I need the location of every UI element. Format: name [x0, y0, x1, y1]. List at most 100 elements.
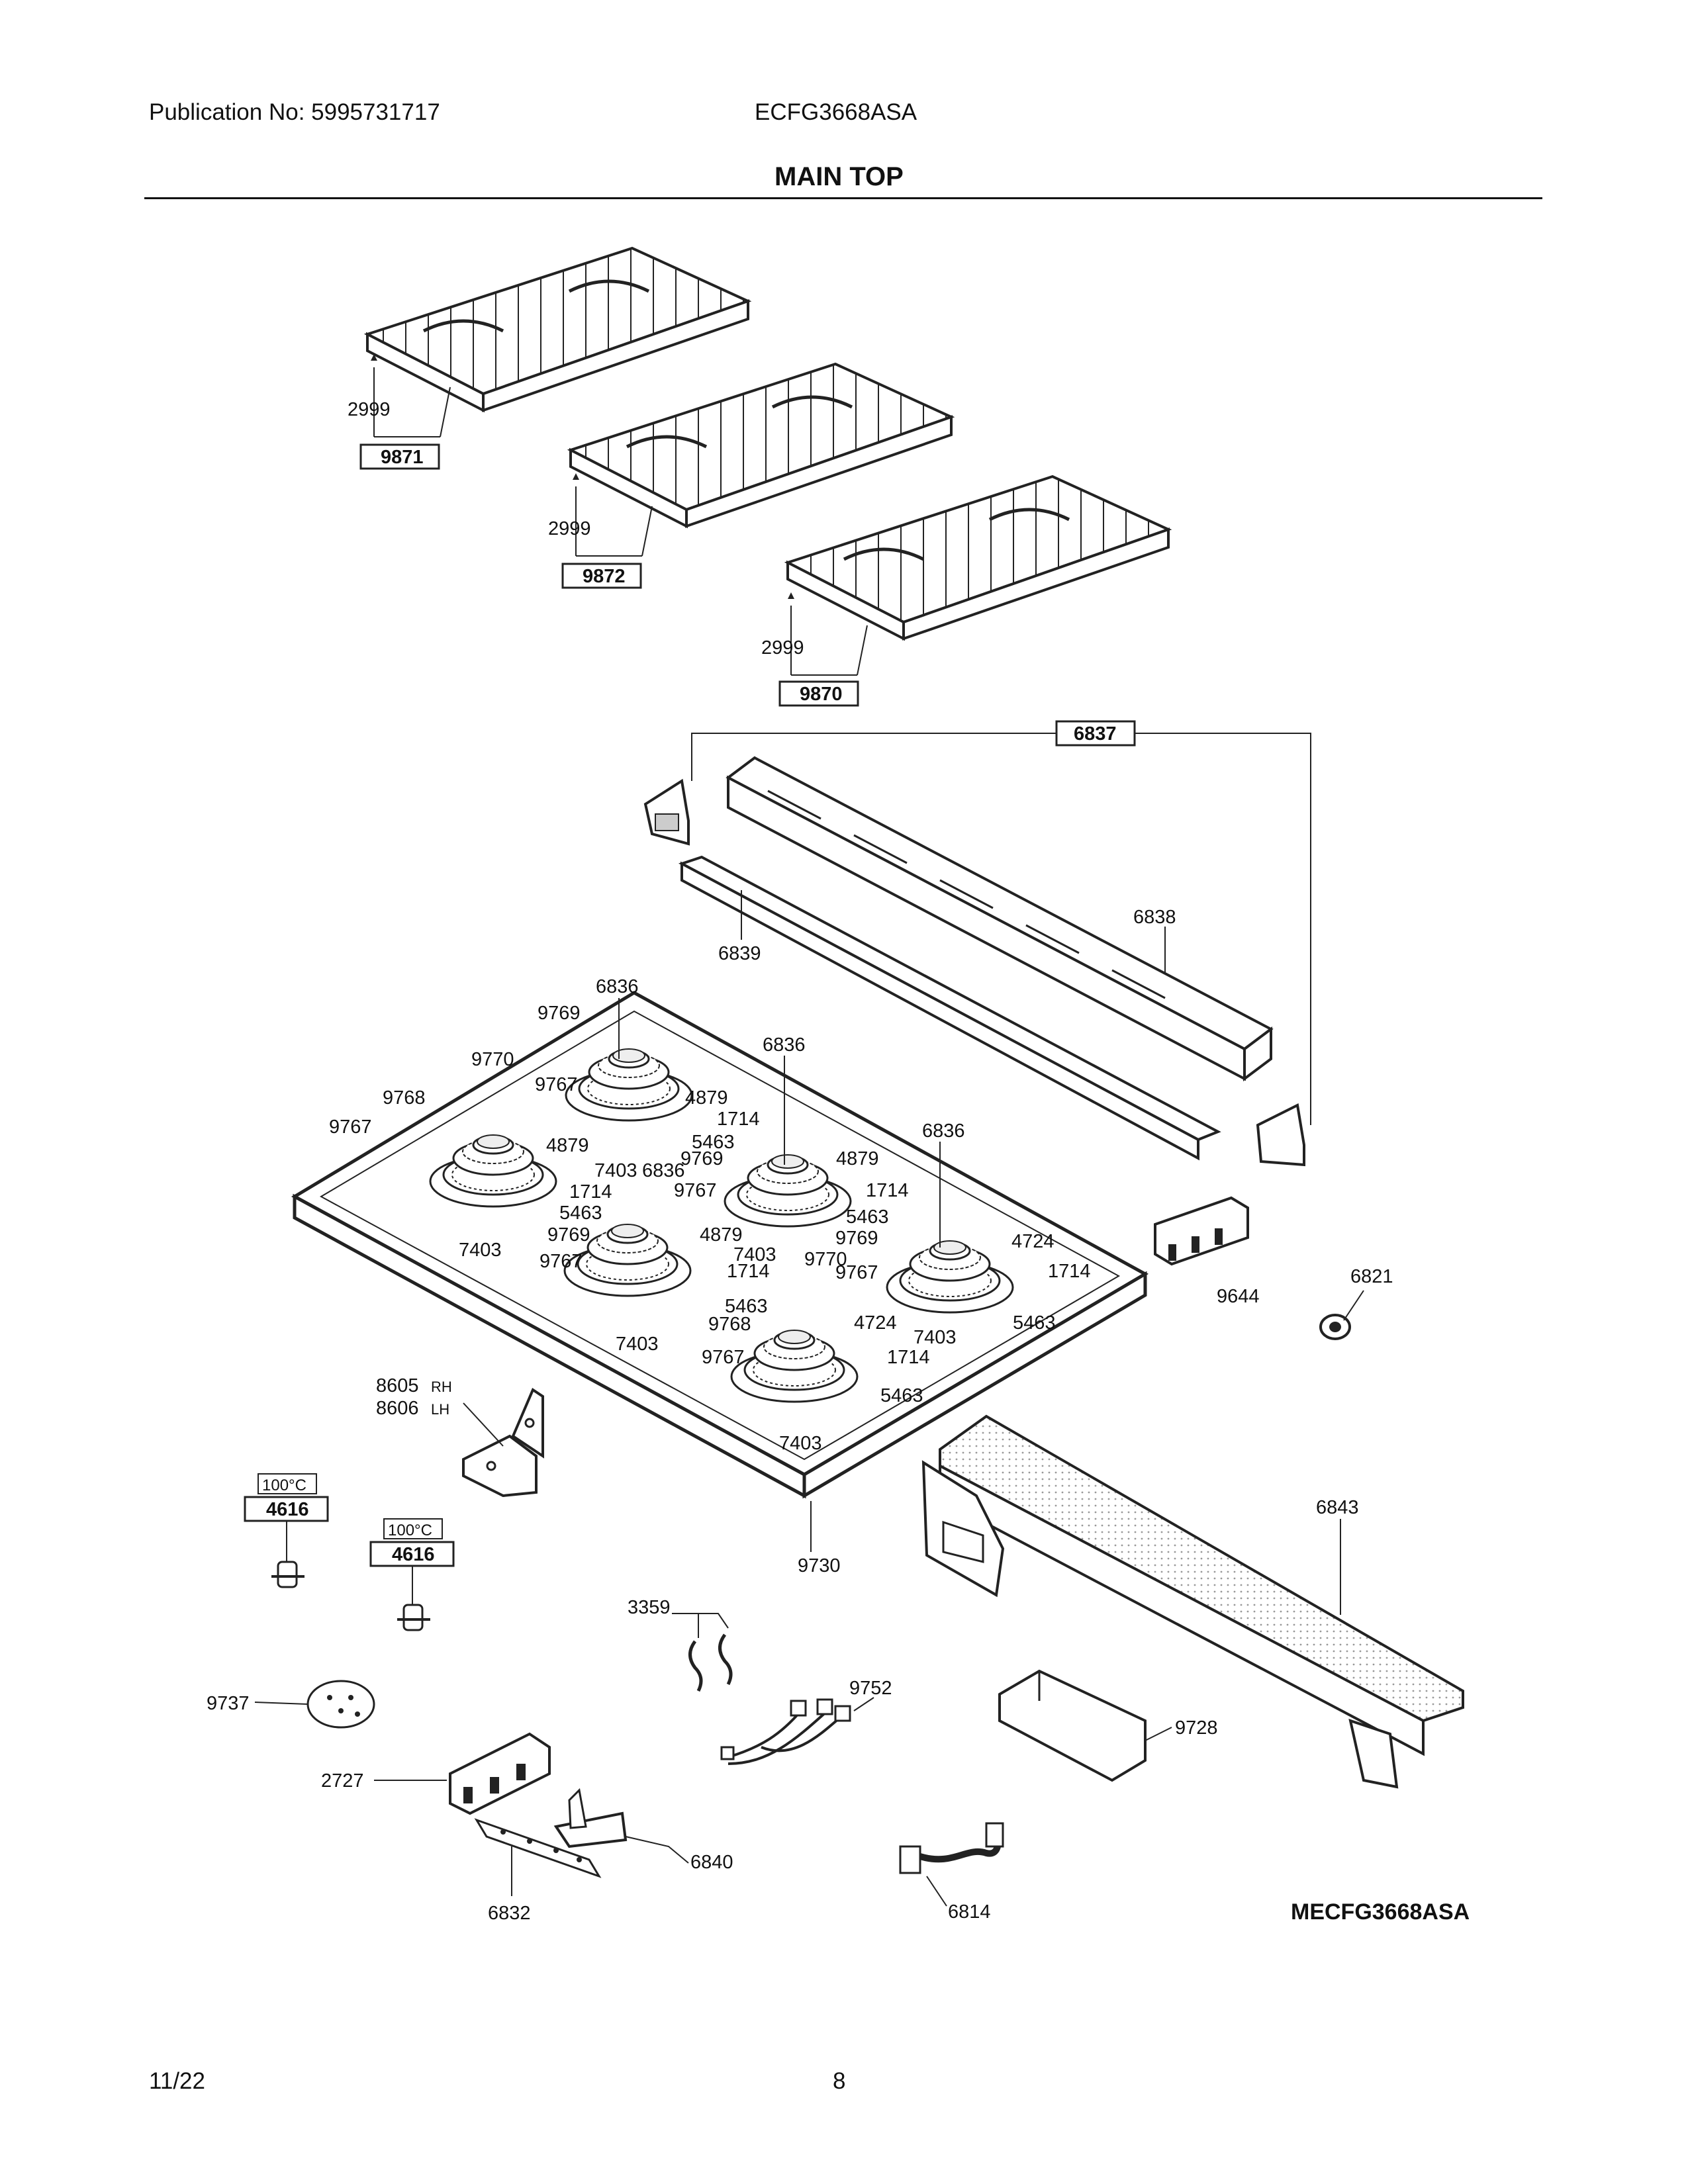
label-8605: 8605	[376, 1375, 419, 1396]
label-9870: 9870	[800, 684, 843, 705]
label-6821: 6821	[1350, 1266, 1393, 1287]
svg-text:1714: 1714	[887, 1347, 930, 1368]
svg-text:9767: 9767	[835, 1262, 878, 1283]
diagram-code: MECFG3668ASA	[1291, 1899, 1470, 1925]
svg-text:5463: 5463	[846, 1206, 889, 1228]
svg-text:9768: 9768	[383, 1087, 426, 1109]
label-2999-a: 2999	[348, 399, 391, 420]
cooktop	[291, 991, 1149, 1499]
svg-text:1714: 1714	[727, 1261, 770, 1282]
svg-text:4724: 4724	[854, 1312, 897, 1334]
thermostat-a	[271, 1561, 305, 1588]
page-title: MAIN TOP	[774, 162, 904, 191]
label-4616-b: 4616	[392, 1544, 435, 1565]
svg-text:7403: 7403	[733, 1244, 776, 1265]
manifold-bracket	[998, 1669, 1147, 1782]
svg-text:9769: 9769	[835, 1228, 878, 1249]
grate-bumper-markers	[371, 354, 794, 599]
foot	[1319, 1314, 1351, 1340]
label-2999-b: 2999	[548, 518, 591, 539]
front-manifold-panel	[921, 1414, 1464, 1789]
footer-date: 11/22	[149, 2068, 205, 2094]
label-9737: 9737	[207, 1693, 250, 1714]
svg-text:9769: 9769	[547, 1224, 590, 1246]
svg-text:1714: 1714	[569, 1181, 612, 1203]
grate-right	[784, 475, 1172, 641]
ribbon-harness	[899, 1822, 1004, 1874]
spark-module	[449, 1732, 551, 1815]
label-2999-c: 2999	[761, 637, 804, 659]
svg-text:4879: 4879	[700, 1224, 743, 1246]
grommet-pad	[306, 1680, 375, 1729]
svg-text:9768: 9768	[708, 1314, 751, 1335]
label-6839: 6839	[718, 943, 761, 964]
hinge-bracket	[462, 1388, 544, 1498]
svg-text:1714: 1714	[717, 1109, 760, 1130]
tag-rh: RH	[431, 1379, 452, 1395]
label-3359: 3359	[628, 1597, 671, 1618]
label-9871: 9871	[381, 447, 424, 468]
terminal-strip	[474, 1818, 602, 1878]
burner-callouts: 6836 9769 9770 9767 9768 9767 6836 4879 …	[329, 976, 1091, 1454]
label-6843: 6843	[1316, 1497, 1359, 1518]
label-6814: 6814	[948, 1901, 991, 1923]
header-rule	[144, 197, 1542, 199]
svg-text:9767: 9767	[535, 1074, 578, 1095]
tag-lh: LH	[431, 1401, 449, 1418]
publication-number: Publication No: 5995731717	[149, 99, 440, 125]
svg-text:1714: 1714	[866, 1180, 909, 1201]
label-6838: 6838	[1133, 907, 1176, 928]
svg-text:7403: 7403	[779, 1433, 822, 1454]
svg-text:6836: 6836	[642, 1160, 685, 1181]
svg-text:7403: 7403	[914, 1327, 957, 1348]
svg-text:4879: 4879	[685, 1087, 728, 1109]
svg-text:9767: 9767	[674, 1180, 717, 1201]
backguard-end-cap-right	[1256, 1103, 1305, 1167]
svg-text:5463: 5463	[880, 1385, 923, 1406]
label-9872: 9872	[583, 566, 626, 587]
svg-text:9767: 9767	[329, 1116, 372, 1138]
svg-text:6836: 6836	[763, 1034, 806, 1056]
model-number: ECFG3668ASA	[755, 99, 917, 125]
svg-text:6836: 6836	[922, 1120, 965, 1142]
wire-harness	[720, 1698, 851, 1765]
label-4616-a: 4616	[266, 1499, 309, 1520]
svg-text:6836: 6836	[596, 976, 639, 997]
svg-text:5463: 5463	[692, 1132, 735, 1153]
svg-text:4879: 4879	[546, 1135, 589, 1156]
label-8606: 8606	[376, 1398, 419, 1419]
svg-text:9770: 9770	[804, 1249, 847, 1270]
svg-text:9769: 9769	[680, 1148, 724, 1169]
backguard-bracket	[678, 855, 1221, 1161]
grate-left	[363, 246, 752, 413]
svg-text:5463: 5463	[1013, 1312, 1056, 1334]
svg-text:9770: 9770	[471, 1049, 514, 1070]
label-6840: 6840	[690, 1852, 733, 1873]
svg-text:1714: 1714	[1048, 1261, 1091, 1282]
svg-text:7403: 7403	[616, 1334, 659, 1355]
label-6832: 6832	[488, 1903, 531, 1924]
grate-center	[567, 362, 955, 529]
svg-text:7403: 7403	[459, 1240, 502, 1261]
backguard	[726, 756, 1274, 1081]
svg-text:9767: 9767	[702, 1347, 745, 1368]
label-9728: 9728	[1175, 1717, 1218, 1739]
svg-text:9767: 9767	[539, 1251, 583, 1272]
page-number: 8	[833, 2068, 846, 2094]
label-6837: 6837	[1074, 723, 1117, 745]
thermostat-rating-b: 100°C	[388, 1522, 432, 1539]
label-9752: 9752	[849, 1678, 892, 1699]
label-9644: 9644	[1217, 1286, 1260, 1307]
svg-text:9769: 9769	[538, 1003, 581, 1024]
small-bracket	[553, 1788, 628, 1848]
thermostat-b	[397, 1604, 430, 1631]
relay-module	[1154, 1196, 1249, 1266]
svg-text:7403: 7403	[594, 1160, 637, 1181]
backguard-end-cap-left	[643, 778, 690, 846]
thermostat-rating-a: 100°C	[262, 1477, 306, 1494]
svg-text:4724: 4724	[1011, 1231, 1055, 1252]
wire-clips	[688, 1633, 733, 1692]
label-9730: 9730	[798, 1555, 841, 1576]
svg-text:5463: 5463	[725, 1296, 768, 1317]
